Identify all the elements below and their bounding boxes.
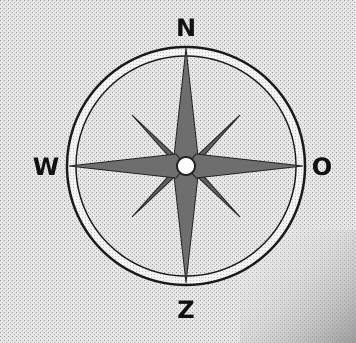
compass-center-hub bbox=[177, 157, 195, 175]
label-east: O bbox=[312, 153, 332, 181]
label-south: Z bbox=[177, 296, 194, 324]
label-north: N bbox=[176, 14, 196, 42]
label-west: W bbox=[33, 153, 59, 181]
